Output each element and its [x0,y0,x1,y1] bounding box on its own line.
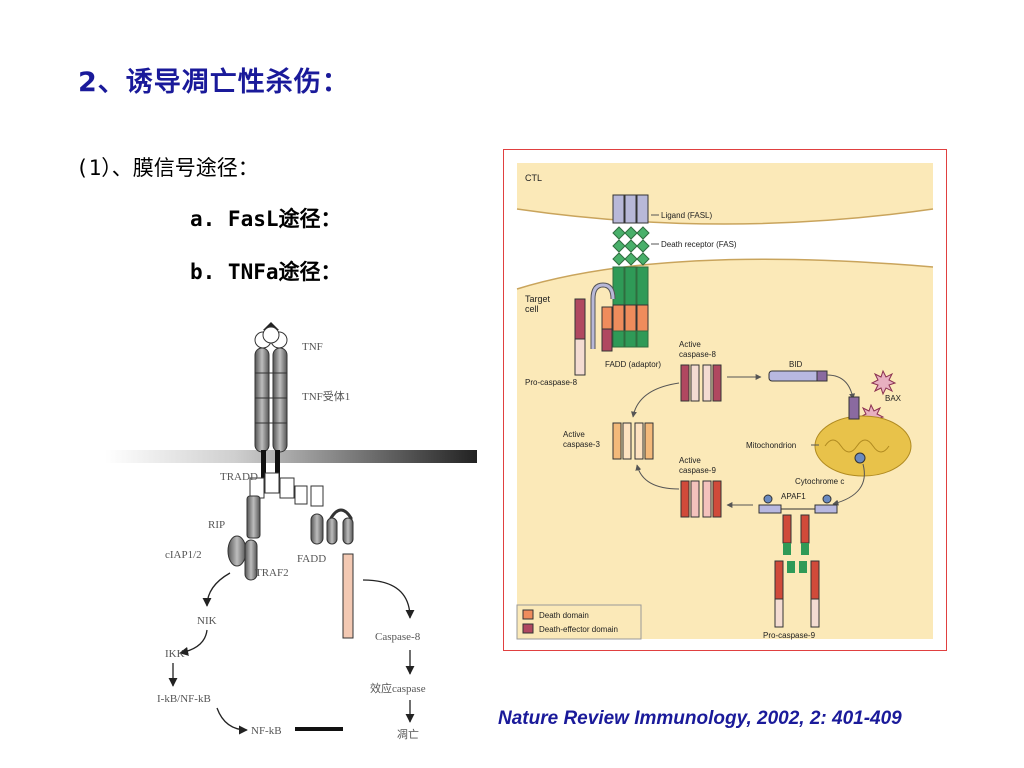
pro-caspase8-label: Pro-caspase-8 [525,378,578,387]
ikb-label: I-kB/NF-kB [157,693,211,705]
active-caspase9-label-2: caspase-9 [679,466,716,475]
item-membrane-pathway: (1）、膜信号途径： [76,156,259,180]
legend-death-swatch [522,609,534,620]
tnf-pathway-diagram: TNF TNF受体1 TRADD RIP cIAP1/2 TRAF2 FADD … [105,322,477,741]
inhibition-bar [295,727,343,731]
slide-title: 2、诱导凋亡性杀伤： [78,67,350,98]
target-cell [517,259,933,639]
active-caspase3-label-2: caspase-3 [563,440,600,449]
fas-pathway-figure: CTL Target cell Ligand (FASL) Death rece… [503,149,947,651]
procaspase-9 [774,560,820,628]
tnf-receptor-label: TNF受体1 [302,389,350,403]
active-caspase9-label-1: Active [679,456,701,465]
active-caspase8-label-1: Active [679,340,701,349]
target-cell-label-1: Target [525,294,551,304]
effector-caspase-label: 效应caspase [370,681,426,695]
active-caspase-9 [680,480,722,518]
fadd-protein [310,513,324,545]
nik-label: NIK [197,615,217,627]
active-caspase8-label-2: caspase-8 [679,350,716,359]
item-tnfa-pathway: b. TNFa途径： [190,260,342,284]
procaspase-8 [574,298,586,376]
tnf-ligand [254,322,288,349]
legend: Death domain Death-effector domain [516,604,642,640]
fadd-adaptor [590,282,616,352]
legend-death-label: Death domain [539,611,589,620]
pro-caspase9-label: Pro-caspase-9 [763,631,816,640]
legend-effector-label: Death-effector domain [539,625,618,634]
apaf1-label: APAF1 [781,492,806,501]
active-caspase-3 [612,422,654,460]
ctl-cell [517,163,933,224]
nfkb-label: NF-kB [251,725,282,737]
fadd-label: FADD [297,553,326,565]
cytochrome-label: Cytochrome c [795,477,844,486]
target-cell-label-2: cell [525,304,539,314]
ciap-label: cIAP1/2 [165,549,202,561]
ikk-label: IKK [165,648,185,660]
procaspase8-protein [326,508,354,639]
rip-label: RIP [208,519,225,531]
traf2-label: TRAF2 [255,567,289,579]
tnf-label: TNF [302,341,323,353]
fas-receptor [612,226,650,348]
tradd-label: TRADD [220,471,258,483]
fasl-ligand [612,194,649,224]
ligand-label: Ligand (FASL) [661,211,712,220]
mitochondrion-label: Mitochondrion [746,441,796,450]
bax-label: BAX [885,394,902,403]
traf2-protein [244,539,258,581]
cytochrome-c [854,452,866,464]
active-caspase-8 [680,364,722,402]
death-receptor-label: Death receptor (FAS) [661,240,737,249]
bid-label: BID [789,360,803,369]
mitochondrion [814,415,912,477]
fadd-label: FADD (adaptor) [605,360,661,369]
cell-membrane [105,450,477,463]
apoptosis-label: 凋亡 [397,727,419,741]
apaf1-complex [758,494,838,555]
caspase8-label: Caspase-8 [375,631,421,643]
ctl-label: CTL [525,173,542,183]
tnf-receptor [254,347,288,478]
citation: Nature Review Immunology, 2002, 2: 401-4… [498,708,902,729]
rip-protein [246,495,261,539]
active-caspase3-label-1: Active [563,430,585,439]
item-fasl-pathway: a. FasL途径： [190,207,342,231]
ciap-protein [227,535,247,567]
legend-effector-swatch [522,623,534,634]
